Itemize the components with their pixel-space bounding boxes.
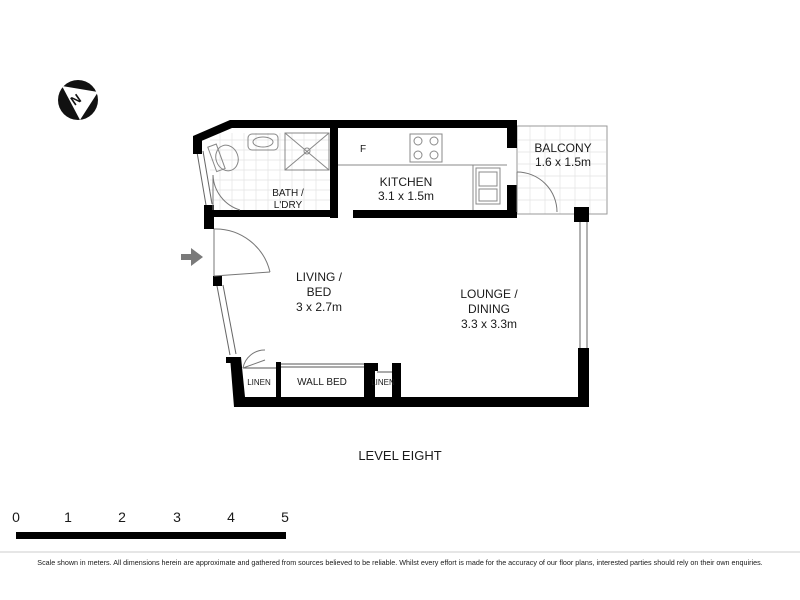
living-label-line1: LIVING / xyxy=(296,270,343,284)
bath-fixtures xyxy=(207,132,330,173)
living-label-line2: BED xyxy=(307,285,332,299)
wall-bed-label: WALL BED xyxy=(297,377,347,388)
balcony-outline xyxy=(516,125,608,215)
linen-left-label: LINEN xyxy=(247,378,271,387)
scale-tick-label: 5 xyxy=(281,509,289,525)
level-label: LEVEL EIGHT xyxy=(358,448,441,463)
scale-tick-label: 1 xyxy=(64,509,72,525)
scale-tick-label: 3 xyxy=(173,509,181,525)
scale-tick-label: 0 xyxy=(12,509,20,525)
balcony-size: 1.6 x 1.5m xyxy=(535,155,591,169)
fridge-label: F xyxy=(360,144,366,155)
linen-right-label: LINEN xyxy=(371,378,395,387)
balcony-label: BALCONY xyxy=(534,141,591,155)
lounge-label-line2: DINING xyxy=(468,302,510,316)
disclaimer-text: Scale shown in meters. All dimensions he… xyxy=(37,558,763,567)
scale-tick-label: 2 xyxy=(118,509,126,525)
entry-arrow-icon xyxy=(181,248,203,266)
kitchen-size: 3.1 x 1.5m xyxy=(378,189,434,203)
windows xyxy=(196,150,588,356)
bath-label-line1: BATH / xyxy=(272,188,304,199)
scale-tick-label: 4 xyxy=(227,509,235,525)
walls xyxy=(193,120,589,407)
bath-label-line2: L'DRY xyxy=(274,200,303,211)
lounge-label-line1: LOUNGE / xyxy=(460,287,518,301)
scale-bar: 0 1 2 3 4 5 xyxy=(12,509,289,539)
living-size: 3 x 2.7m xyxy=(296,300,342,314)
lounge-size: 3.3 x 3.3m xyxy=(461,317,517,331)
north-arrow-icon: N xyxy=(58,80,98,120)
kitchen-label: KITCHEN xyxy=(380,175,433,189)
tile-pattern xyxy=(210,126,606,214)
doors xyxy=(212,171,558,369)
wardrobes xyxy=(243,363,392,373)
kitchen-fixtures xyxy=(338,133,507,210)
